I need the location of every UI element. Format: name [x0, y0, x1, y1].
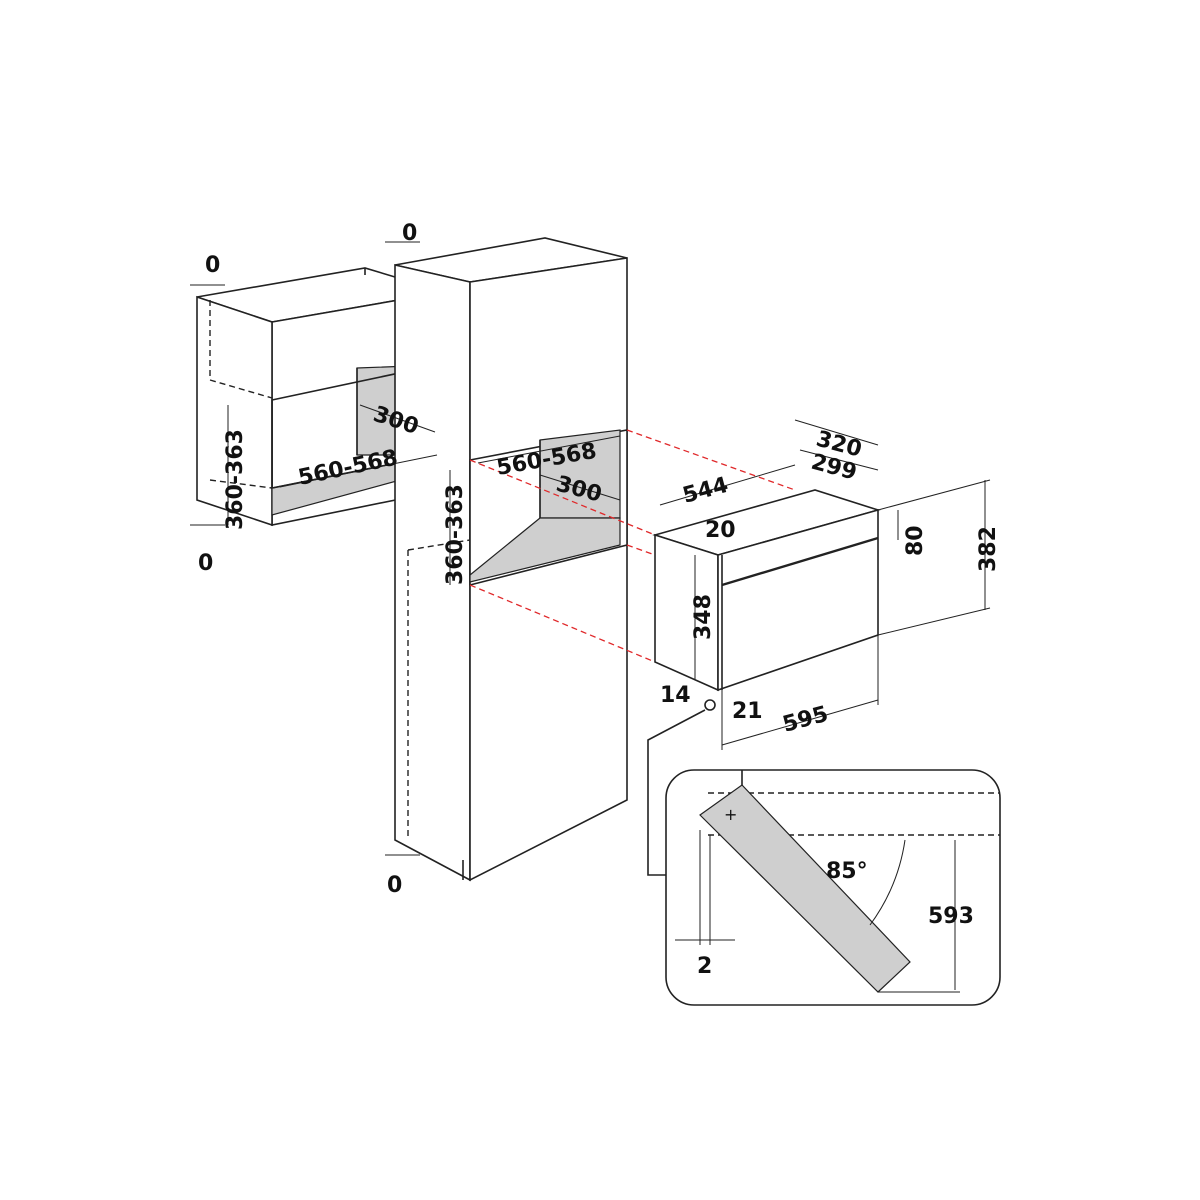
wall-bottom-gap-label: 0: [198, 551, 213, 576]
overall-width-label: 595: [780, 702, 831, 738]
body-width-label: 544: [680, 473, 731, 509]
top-offset-label: 20: [705, 518, 736, 543]
side-offset-label: 14: [660, 683, 691, 708]
overall-height-label: 382: [976, 526, 1001, 572]
door-angle-label: 85°: [826, 859, 868, 884]
wall-top-gap-label: 0: [205, 253, 220, 278]
dimension-lines: [190, 241, 991, 856]
hinge-detail: +: [647, 699, 1001, 1006]
appliance: [652, 489, 881, 692]
tall-cabinet-floor: [469, 517, 621, 583]
pivot-marker: +: [724, 805, 737, 824]
tall-bottom-gap-label: 0: [387, 873, 402, 898]
door-gap-label: 2: [697, 954, 712, 979]
tall-height-label: 360-363: [443, 484, 468, 585]
body-height-label: 348: [691, 594, 716, 640]
door-clearance-height-label: 593: [928, 904, 974, 929]
door-panel: [699, 784, 911, 993]
panel-height-label: 80: [903, 525, 928, 556]
wall-height-label: 360-363: [223, 429, 248, 530]
tall-top-gap-label: 0: [402, 221, 417, 246]
tall-cabinet: [394, 237, 628, 882]
door-thickness-label: 21: [732, 699, 763, 724]
